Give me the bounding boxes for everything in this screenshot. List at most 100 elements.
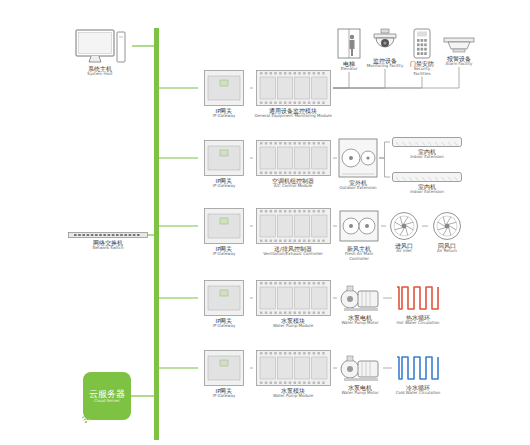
module-node: 水泵模块Water Pump Module [253, 280, 333, 329]
keypad-icon [409, 28, 435, 59]
node-sublabel: Outdoor Extension [337, 186, 379, 191]
bus-wire [159, 367, 198, 368]
module-node: 通用设备监控模块General Equipment Monitoring Mod… [253, 70, 333, 119]
gateway-node: IP网关IP Gateway [198, 280, 250, 329]
indoor-icon [392, 137, 462, 147]
gateway-icon [204, 350, 244, 386]
module-icon [256, 140, 331, 176]
connector-line [250, 226, 253, 227]
bus-wire [159, 297, 198, 298]
device-node: 回风口Air Return [428, 211, 466, 254]
connector-line [379, 142, 390, 158]
module-icon [256, 208, 331, 244]
device-node: 监控设备Monitoring Facility [366, 28, 404, 69]
module-icon [256, 350, 331, 386]
node-sublabel: IP Gateway [198, 394, 250, 399]
gateway-icon [204, 208, 244, 244]
outdoor-icon [338, 138, 378, 178]
gateway-node: IP网关IP Gateway [198, 350, 250, 399]
pump-icon [340, 353, 380, 383]
node-sublabel: IP Gateway [198, 324, 250, 329]
node-sublabel: Network Switch [68, 246, 148, 251]
node-sublabel: Hot Water Circulation [392, 321, 444, 326]
node-sublabel: Cloud Server [94, 399, 120, 404]
bus-wire [132, 45, 154, 46]
node-sublabel: Monitoring Facility [366, 64, 404, 69]
connector-line [383, 298, 392, 299]
coilCold-icon [396, 353, 440, 383]
node-sublabel: IP Gateway [198, 114, 250, 119]
switch-node: 网络交换机Network Switch [68, 232, 148, 251]
node-sublabel: System Host [68, 72, 132, 77]
device-node: 进风口Air Inlet [386, 211, 422, 254]
module-icon [256, 70, 331, 106]
connector-line [381, 226, 386, 227]
node-sublabel: Water Pump Motor [337, 321, 383, 326]
connector-line [250, 368, 253, 369]
coilHot-icon [396, 283, 440, 313]
connector-line [250, 158, 253, 159]
module-node: 空调机组控制器A/C Control Module [253, 140, 333, 189]
device-node: 冷水循环Cold Water Circulation [392, 353, 444, 396]
switch-icon [68, 232, 148, 238]
node-sublabel: IP Gateway [198, 184, 250, 189]
device-node: 电梯Elevator [335, 28, 363, 72]
node-sublabel: Indoor Extension [390, 155, 464, 160]
device-node: 水泵电机Water Pump Motor [337, 283, 383, 326]
network-bus [154, 28, 159, 440]
gateway-node: IP网关IP Gateway [198, 70, 250, 119]
node-sublabel: Elevator [335, 67, 363, 72]
node-sublabel: General Equipment Monitoring Module [253, 114, 333, 119]
node-sublabel: Fresh Air Main Controller [337, 252, 381, 261]
node-sublabel: Indoor Extension [390, 190, 464, 195]
module-node: 送/排风控制器Ventilation/Exhaust Controller [253, 208, 333, 257]
camera-icon [369, 28, 401, 56]
connector-line [383, 368, 392, 369]
connector-line [333, 226, 337, 227]
node-sublabel: A/C Control Module [253, 184, 333, 189]
cloud-node: 云服务器Cloud Server [83, 372, 131, 420]
node-sublabel: Water Pump Motor [337, 391, 383, 396]
monitor-icon [74, 28, 126, 64]
gateway-icon [204, 280, 244, 316]
connector-line [333, 72, 349, 88]
fan-icon [389, 211, 419, 241]
connector-line [333, 368, 337, 369]
node-sublabel: Water Pump Module [253, 394, 333, 399]
bus-wire [159, 225, 198, 226]
gateway-icon [204, 70, 244, 106]
connector-line [250, 88, 253, 89]
node-label: 云服务器 [89, 389, 125, 399]
device-node: 门禁安防Security Facilities [405, 28, 439, 77]
node-sublabel: Cold Water Circulation [392, 391, 444, 396]
connector-line [422, 226, 428, 227]
connector-line [333, 158, 337, 159]
bus-wire [159, 87, 198, 88]
bus-wire [131, 395, 154, 396]
module-node: 水泵模块Water Pump Module [253, 350, 333, 399]
gateway-node: IP网关IP Gateway [198, 208, 250, 257]
fan-icon [432, 211, 462, 241]
indoor-icon [392, 172, 462, 182]
connector-line [379, 158, 390, 177]
node-sublabel: Water Pump Module [253, 324, 333, 329]
device-node: 室外机Outdoor Extension [337, 138, 379, 191]
device-node: 室内机Indoor Extension [390, 172, 464, 195]
node-sublabel: Ventilation/Exhaust Controller [253, 252, 333, 257]
node-sublabel: Alarm Facility [440, 62, 478, 67]
connector-line [333, 67, 459, 88]
pump-icon [340, 283, 380, 313]
node-sublabel: Security Facilities [405, 67, 439, 76]
gateway-icon [204, 140, 244, 176]
connector-line [333, 298, 337, 299]
host-node: 系统主机System Host [68, 28, 132, 77]
fresh-icon [339, 208, 379, 244]
alarm-icon [441, 28, 477, 54]
node-sublabel: Air Inlet [386, 249, 422, 254]
device-node: 热水循环Hot Water Circulation [392, 283, 444, 326]
device-node: 新风主机Fresh Air Main Controller [337, 208, 381, 262]
connector-line [333, 77, 422, 89]
device-node: 报警设备Alarm Facility [440, 28, 478, 67]
module-icon [256, 280, 331, 316]
connector-line [250, 298, 253, 299]
